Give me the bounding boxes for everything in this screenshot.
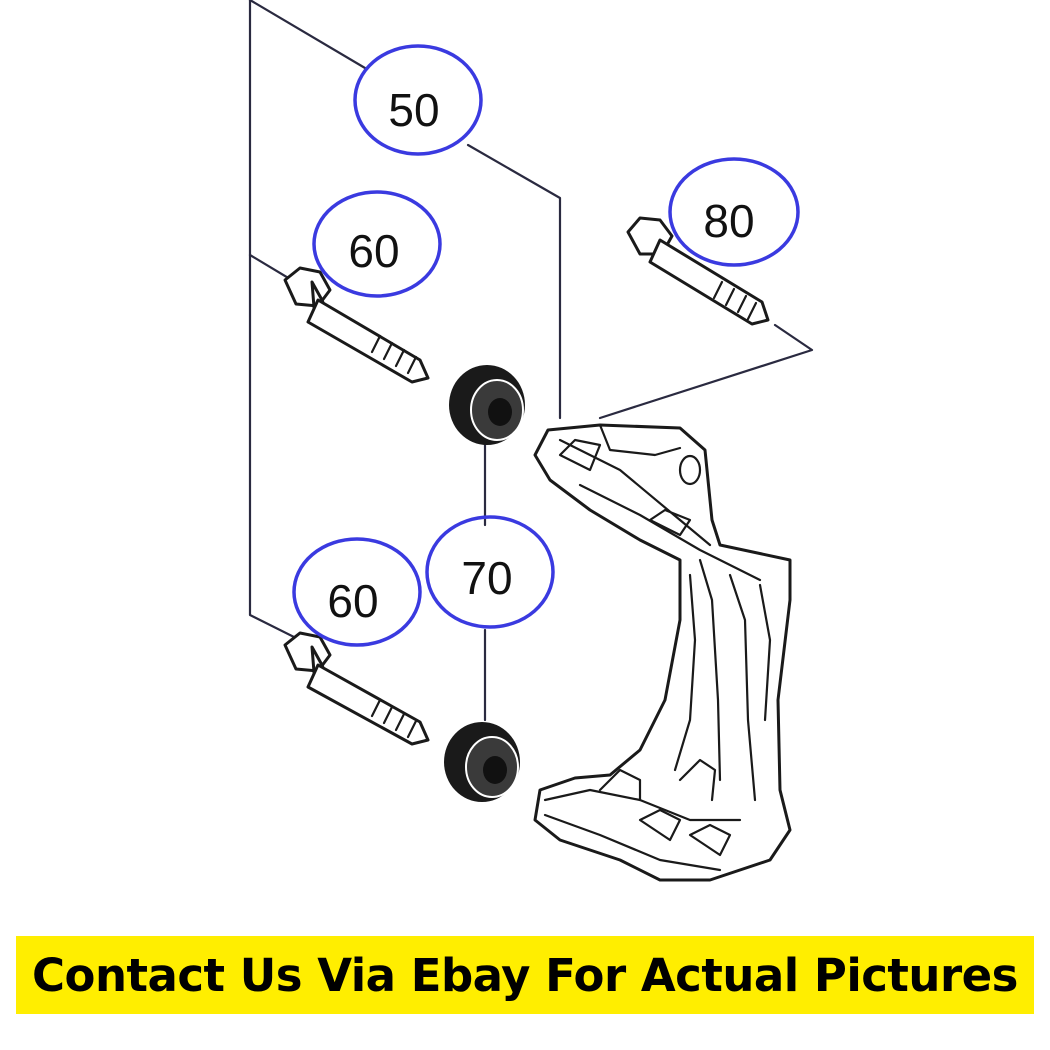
- bolt-60-bottom: [283, 631, 430, 746]
- callout-70-label: 70: [461, 552, 512, 604]
- contact-banner-text: Contact Us Via Ebay For Actual Pictures: [32, 948, 1018, 1002]
- callout-80-label: 80: [703, 195, 754, 247]
- bolt-60-top: [283, 266, 430, 384]
- callout-60-bottom-label: 60: [327, 575, 378, 627]
- callout-60-top-label: 60: [348, 225, 399, 277]
- leader-lines: [248, 0, 814, 722]
- callout-50: 50: [353, 44, 483, 156]
- bushing-70-top: [449, 365, 525, 445]
- caliper-bracket: [533, 423, 792, 882]
- bolt-80: [626, 216, 770, 326]
- callout-60-top: 60: [312, 190, 442, 298]
- callout-50-label: 50: [388, 84, 439, 136]
- callout-80: 80: [668, 157, 800, 267]
- callout-70: 70: [425, 515, 555, 629]
- callout-60-bottom: 60: [292, 537, 422, 647]
- contact-banner: Contact Us Via Ebay For Actual Pictures: [16, 936, 1034, 1014]
- bushing-70-bottom: [444, 722, 520, 802]
